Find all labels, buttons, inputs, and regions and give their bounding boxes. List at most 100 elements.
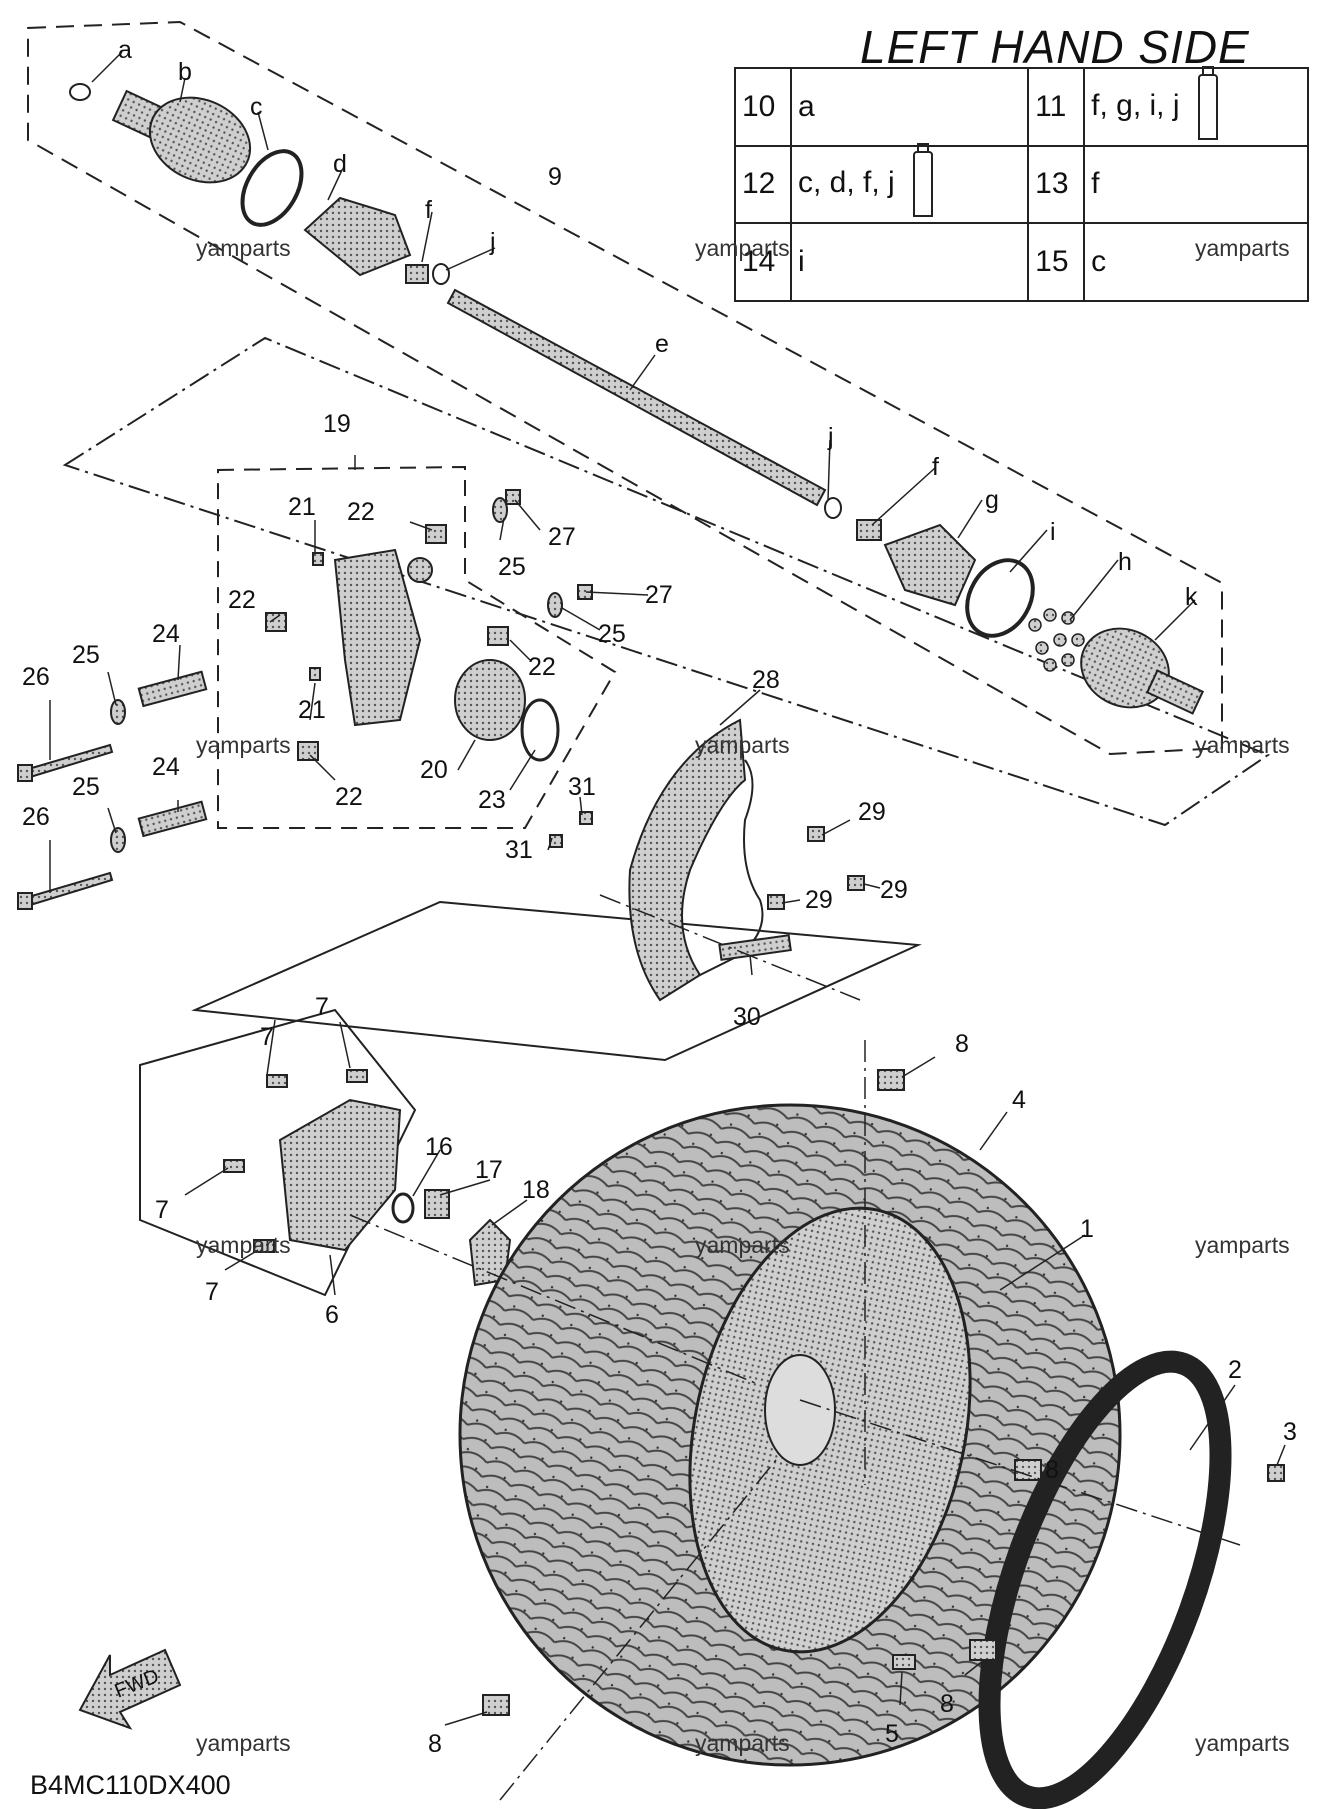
boot-g — [883, 523, 977, 607]
callout-26: 26 — [22, 803, 50, 831]
callout-21: 21 — [298, 696, 326, 724]
circlip-j2 — [824, 497, 842, 519]
callout-e: e — [655, 330, 669, 358]
callout-16: 16 — [425, 1133, 453, 1161]
callout-8: 8 — [428, 1730, 442, 1758]
fwd-arrow-icon: FWD — [78, 1648, 182, 1730]
watermark: yamparts — [695, 235, 790, 261]
legend-row: 10 a 11 f, g, i, j — [734, 65, 1309, 147]
cv-joint-outer-b — [111, 89, 252, 184]
callout-7: 7 — [315, 993, 329, 1021]
callout-22: 22 — [228, 586, 256, 614]
hub-6 — [278, 1098, 402, 1252]
balls-h — [1028, 608, 1085, 672]
drive-shaft-group-outline — [27, 20, 1223, 756]
watermark: yamparts — [196, 235, 291, 261]
legend-items: c, d, f, j — [789, 143, 1030, 225]
callout-7: 7 — [260, 1023, 274, 1051]
callout-18: 18 — [522, 1176, 550, 1204]
callout-29: 29 — [880, 876, 908, 904]
knuckle-19 — [333, 548, 433, 727]
callout-d: d — [333, 150, 347, 178]
watermark: yamparts — [695, 732, 790, 758]
leader-lines — [49, 51, 1286, 1726]
circlip-j1 — [432, 263, 450, 285]
legend-row: 12 c, d, f, j 13 f — [734, 143, 1309, 225]
callout-29: 29 — [805, 886, 833, 914]
callout-25: 25 — [598, 620, 626, 648]
legend-items: f — [1083, 144, 1309, 225]
lug-nuts-8-3-5 — [482, 1069, 1285, 1716]
legend-items: a — [789, 67, 1030, 147]
cv-joint-inner-k — [1080, 627, 1205, 715]
callout-j: j — [827, 423, 834, 451]
legend-ref: 13 — [1027, 144, 1086, 225]
band-f2 — [856, 519, 882, 541]
sensor-plate-30 — [718, 934, 792, 961]
callout-f: f — [425, 196, 432, 224]
circlip-23 — [520, 698, 560, 762]
callout-24: 24 — [152, 620, 180, 648]
legend-ref: 11 — [1027, 67, 1086, 147]
callout-22: 22 — [335, 783, 363, 811]
bushings-22 — [265, 524, 509, 761]
diagram-code: B4MC110DX400 — [30, 1770, 231, 1800]
watermark: yamparts — [1195, 1232, 1290, 1258]
washers-25 — [110, 497, 563, 853]
spacers-24 — [137, 670, 208, 838]
page-title: LEFT HAND SIDE — [860, 21, 1250, 73]
nut-17 — [424, 1189, 450, 1219]
callout-3: 3 — [1283, 1418, 1297, 1446]
disc-group-outline — [191, 900, 922, 1062]
knuckle-group-outline — [62, 336, 1271, 827]
callout-29: 29 — [858, 798, 886, 826]
callout-19: 19 — [323, 410, 351, 438]
callout-23: 23 — [478, 786, 506, 814]
callout-i: i — [1050, 518, 1056, 546]
disc-bolts-29-31 — [549, 811, 865, 910]
callout-25: 25 — [72, 773, 100, 801]
callout-j: j — [489, 228, 496, 256]
legend-items: f, g, i, j — [1083, 65, 1309, 147]
band-i — [965, 558, 1035, 638]
callout-31: 31 — [505, 836, 533, 864]
watermark: yamparts — [1195, 1730, 1290, 1756]
watermark: yamparts — [695, 1232, 790, 1258]
callout-25: 25 — [72, 641, 100, 669]
circlip-a — [69, 83, 91, 101]
legend-ref: 12 — [734, 144, 792, 225]
callout-1: 1 — [1080, 1215, 1094, 1243]
legend-ref: 10 — [734, 67, 792, 147]
band-f1 — [405, 264, 429, 284]
callout-4: 4 — [1012, 1086, 1026, 1114]
watermark: yamparts — [196, 732, 291, 758]
callout-b: b — [178, 58, 192, 86]
callout-26: 26 — [22, 663, 50, 691]
watermark: yamparts — [196, 1730, 291, 1756]
brake-disc-28 — [628, 718, 764, 1002]
callout-8: 8 — [1045, 1456, 1059, 1484]
callout-c: c — [250, 93, 263, 121]
watermark: yamparts — [695, 1730, 790, 1756]
callout-27: 27 — [645, 581, 673, 609]
boot-band-c — [240, 149, 304, 227]
grease-tube-icon — [912, 143, 933, 218]
bolts-26 — [17, 743, 114, 910]
callout-28: 28 — [752, 666, 780, 694]
callout-k: k — [1185, 583, 1198, 611]
hub-bolts-7 — [223, 1069, 368, 1253]
callout-31: 31 — [568, 773, 596, 801]
legend-ref: 15 — [1027, 222, 1086, 302]
callout-24: 24 — [152, 753, 180, 781]
washer-16 — [391, 1192, 415, 1224]
callout-21: 21 — [288, 493, 316, 521]
legend-items: c — [1083, 222, 1309, 302]
legend-row: 14 i 15 c — [734, 222, 1309, 302]
callout-25: 25 — [498, 553, 526, 581]
callout-f: f — [932, 453, 939, 481]
callout-5: 5 — [885, 1720, 899, 1748]
callout-30: 30 — [733, 1003, 761, 1031]
beadlock-ring-2 — [978, 1350, 1232, 1809]
callout-labels: a b c d f j 9 e j f g i h k 19 21 22 27 … — [22, 36, 1297, 1758]
